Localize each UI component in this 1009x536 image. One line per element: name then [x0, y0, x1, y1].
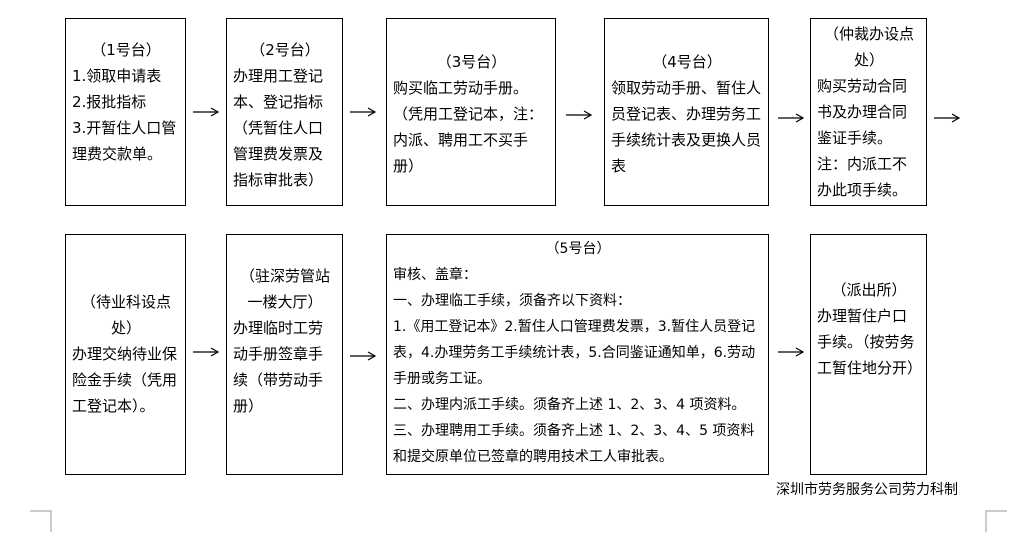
right-arrow-icon	[934, 113, 960, 123]
step-header: （驻深劳管站一楼大厅）	[239, 267, 330, 311]
step-line: 办理临时工劳动手册签章手续（带劳动手册）	[233, 319, 324, 415]
step-box-labor-station: （驻深劳管站一楼大厅） 办理临时工劳动手册签章手续（带劳动手册）	[226, 234, 343, 475]
step-line: 1.《用工登记本》2.暂住人口管理费发票，3.暂住人员登记表，4.办理劳务工手续…	[393, 319, 756, 387]
step-header: （1号台）	[91, 41, 161, 59]
step-line: 购买临工劳动手册。（凭用工登记本，注：内派、聘用工不买手册）	[393, 79, 544, 175]
right-arrow-icon	[193, 107, 219, 117]
step-box-desk5: （5号台） 审核、盖章： 一、办理临工手续，须备齐以下资料： 1.《用工登记本》…	[386, 234, 769, 475]
step-line: 办理交纳待业保险金手续（凭用工登记本）。	[72, 345, 178, 415]
page-corner-mark	[985, 510, 1007, 532]
step-header: （5号台）	[545, 241, 611, 257]
step-line: 1.领取申请表	[72, 67, 162, 85]
step-header: （2号台）	[250, 41, 320, 59]
author-credit: 深圳市劳务服务公司劳力科制	[776, 482, 958, 498]
step-line: 办理暂住户口手续。（按劳务工暂住地分开）	[817, 307, 923, 377]
page-corner-mark	[30, 510, 52, 532]
step-line: 2.报批指标	[72, 93, 147, 111]
step-line: 办理用工登记本、登记指标（凭暂住人口管理费发票及指标审批表）	[233, 67, 324, 189]
right-arrow-icon	[193, 347, 219, 357]
step-line: 领取劳动手册、暂住人员登记表、办理劳务工手续统计表及更换人员表	[611, 79, 762, 175]
step-line: 3.开暂住人口管理费交款单。	[72, 119, 177, 163]
step-header: （派出所）	[831, 281, 907, 299]
step-line: 注：内派工不办此项手续。	[817, 155, 908, 199]
step-header: （4号台）	[652, 53, 722, 71]
step-line: 二、办理内派工手续。须备齐上述 1、2、3、4 项资料。	[393, 397, 746, 413]
step-box-desk4: （4号台） 领取劳动手册、暂住人员登记表、办理劳务工手续统计表及更换人员表	[604, 18, 769, 206]
step-header: （仲裁办设点处）	[823, 25, 914, 69]
step-box-arbitration: （仲裁办设点处） 购买劳动合同书及办理合同鉴证手续。 注：内派工不办此项手续。	[810, 18, 927, 206]
step-box-desk2: （2号台） 办理用工登记本、登记指标（凭暂住人口管理费发票及指标审批表）	[226, 18, 343, 206]
right-arrow-icon	[778, 113, 804, 123]
step-line: 审核、盖章：	[393, 267, 477, 283]
right-arrow-icon	[350, 351, 376, 361]
step-box-unemployment: （待业科设点处） 办理交纳待业保险金手续（凭用工登记本）。	[65, 234, 186, 475]
step-line: 一、办理临工手续，须备齐以下资料：	[393, 293, 631, 309]
step-line: 三、办理聘用工手续。须备齐上述 1、2、3、4、5 项资料和提交原单位已签章的聘…	[393, 423, 755, 465]
step-header: （待业科设点处）	[80, 293, 171, 337]
step-line: 购买劳动合同书及办理合同鉴证手续。	[817, 77, 908, 147]
right-arrow-icon	[350, 107, 376, 117]
step-box-police-station: （派出所） 办理暂住户口手续。（按劳务工暂住地分开）	[810, 234, 927, 475]
step-header: （3号台）	[436, 53, 507, 71]
step-box-desk3: （3号台） 购买临工劳动手册。（凭用工登记本，注：内派、聘用工不买手册）	[386, 18, 556, 206]
right-arrow-icon	[566, 110, 592, 120]
right-arrow-icon	[778, 347, 804, 357]
step-box-desk1: （1号台） 1.领取申请表 2.报批指标 3.开暂住人口管理费交款单。	[65, 18, 186, 206]
